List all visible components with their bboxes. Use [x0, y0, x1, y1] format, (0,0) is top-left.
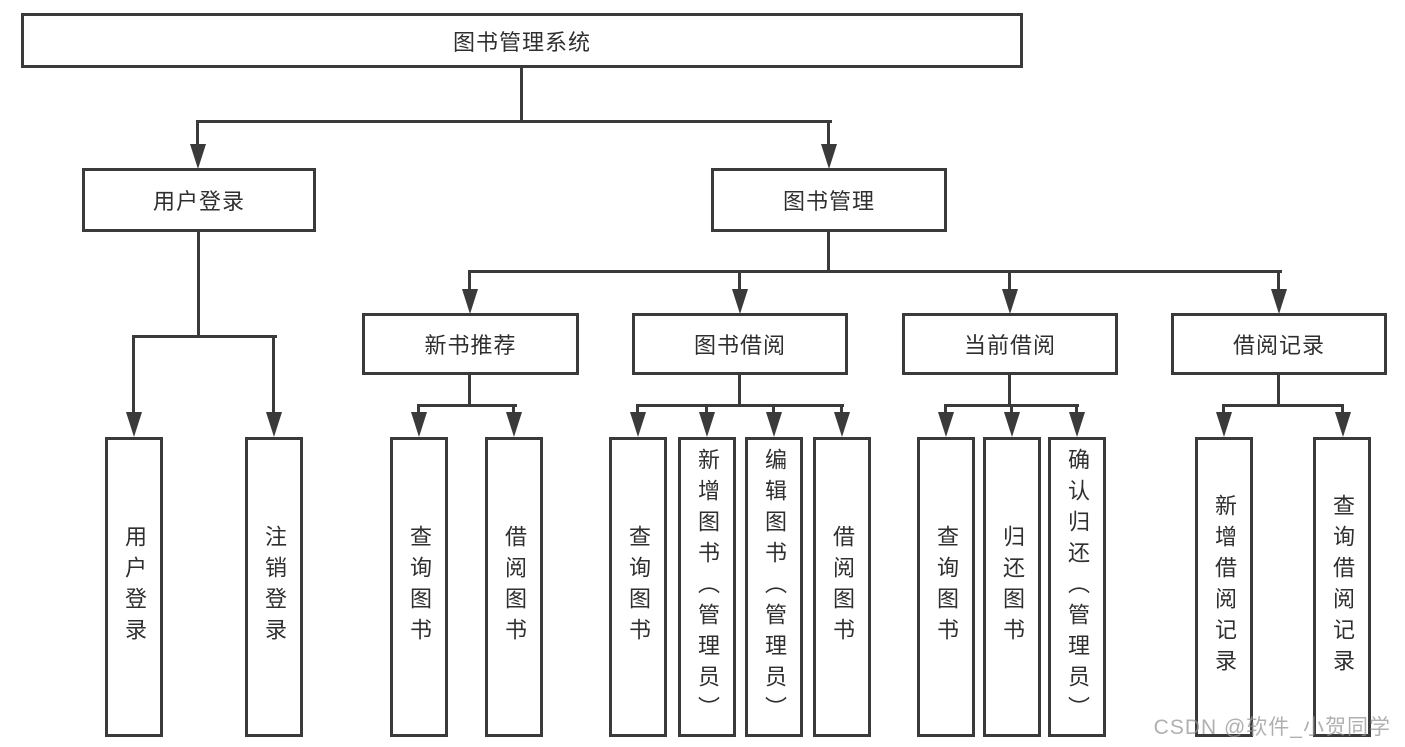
connector-line — [132, 335, 277, 338]
arrow-down-icon — [126, 412, 142, 437]
arrow-down-icon — [506, 412, 522, 437]
node-label: 借阅图书 — [502, 525, 527, 649]
arrow-down-icon — [1002, 289, 1018, 314]
node-new-book-recommendation: 新书推荐 — [362, 313, 579, 375]
node-label: 查询图书 — [626, 525, 651, 649]
arrow-down-icon — [190, 144, 206, 169]
node-label: 编辑图书（管理员） — [762, 447, 787, 727]
arrow-down-icon — [411, 412, 427, 437]
node-label: 归还图书 — [1000, 525, 1025, 649]
connector-line — [944, 404, 947, 416]
connector-line — [468, 270, 471, 291]
connector-line — [417, 404, 420, 416]
node-label: 注销登录 — [262, 525, 287, 649]
arrow-down-icon — [1216, 412, 1232, 437]
node-label: 图书管理 — [782, 189, 875, 214]
leaf-logout: 注销登录 — [245, 437, 303, 737]
connector-line — [1277, 375, 1280, 405]
arrow-down-icon — [834, 412, 850, 437]
connector-line — [1277, 270, 1280, 291]
leaf-return-books: 归还图书 — [983, 437, 1041, 737]
connector-line — [1222, 404, 1344, 407]
leaf-borrow-books-recommend: 借阅图书 — [485, 437, 543, 737]
node-label: 图书借阅 — [693, 333, 786, 358]
node-label: 新书推荐 — [424, 333, 517, 358]
connector-line — [738, 375, 741, 405]
arrow-down-icon — [630, 412, 646, 437]
node-book-management: 图书管理 — [711, 168, 947, 232]
connector-line — [1341, 404, 1344, 416]
leaf-user-login: 用户登录 — [105, 437, 163, 737]
connector-line — [417, 404, 517, 407]
node-label: 查询图书 — [407, 525, 432, 649]
connector-line — [520, 68, 523, 120]
leaf-confirm-return-admin: 确认归还（管理员） — [1048, 437, 1106, 737]
connector-line — [468, 270, 1282, 273]
connector-line — [468, 375, 471, 405]
leaf-query-books-recommend: 查询图书 — [390, 437, 448, 737]
connector-line — [1008, 375, 1011, 405]
arrow-down-icon — [1335, 412, 1351, 437]
node-label: 图书管理系统 — [452, 29, 591, 55]
connector-line — [738, 270, 741, 291]
leaf-query-borrow-record: 查询借阅记录 — [1313, 437, 1371, 737]
connector-line — [1008, 270, 1011, 291]
arrow-down-icon — [732, 289, 748, 314]
leaf-edit-books-admin: 编辑图书（管理员） — [745, 437, 803, 737]
leaf-add-books-admin: 新增图书（管理员） — [678, 437, 736, 737]
node-library-management-system: 图书管理系统 — [21, 13, 1023, 68]
connector-line — [196, 120, 832, 123]
arrow-down-icon — [938, 412, 954, 437]
node-label: 用户登录 — [152, 189, 245, 214]
connector-line — [705, 404, 708, 416]
connector-line — [840, 404, 843, 416]
leaf-borrow-books-borrowing: 借阅图书 — [813, 437, 871, 737]
connector-line — [512, 404, 515, 416]
node-label: 新增图书（管理员） — [695, 447, 720, 727]
arrow-down-icon — [699, 412, 715, 437]
node-user-login: 用户登录 — [82, 168, 316, 232]
leaf-add-borrow-record: 新增借阅记录 — [1195, 437, 1253, 737]
connector-line — [197, 232, 200, 335]
arrow-down-icon — [766, 412, 782, 437]
node-label: 确认归还（管理员） — [1065, 447, 1090, 727]
arrow-down-icon — [821, 144, 837, 169]
connector-line — [636, 404, 844, 407]
node-label: 当前借阅 — [963, 333, 1056, 358]
node-label: 查询图书 — [934, 525, 959, 649]
connector-line — [636, 404, 639, 416]
node-book-borrowing: 图书借阅 — [632, 313, 848, 375]
connector-line — [196, 120, 199, 146]
leaf-query-books-current: 查询图书 — [917, 437, 975, 737]
connector-line — [827, 120, 830, 146]
connector-line — [1222, 404, 1225, 416]
node-borrowing-records: 借阅记录 — [1171, 313, 1387, 375]
arrow-down-icon — [1069, 412, 1085, 437]
arrow-down-icon — [266, 412, 282, 437]
node-label: 新增借阅记录 — [1212, 494, 1237, 680]
connector-line — [132, 335, 135, 413]
leaf-query-books-borrowing: 查询图书 — [609, 437, 667, 737]
arrow-down-icon — [1004, 412, 1020, 437]
arrow-down-icon — [1271, 289, 1287, 314]
node-label: 借阅记录 — [1232, 333, 1325, 358]
node-label: 借阅图书 — [830, 525, 855, 649]
node-label: 查询借阅记录 — [1330, 494, 1355, 680]
connector-line — [272, 335, 275, 413]
node-current-borrowing: 当前借阅 — [902, 313, 1118, 375]
csdn-watermark: CSDN @软件_小贺同学 — [1153, 716, 1391, 739]
node-label: 用户登录 — [122, 525, 147, 649]
arrow-down-icon — [462, 289, 478, 314]
connector-line — [772, 404, 775, 416]
connector-line — [1075, 404, 1078, 416]
connector-line — [827, 232, 830, 270]
connector-line — [1010, 404, 1013, 416]
